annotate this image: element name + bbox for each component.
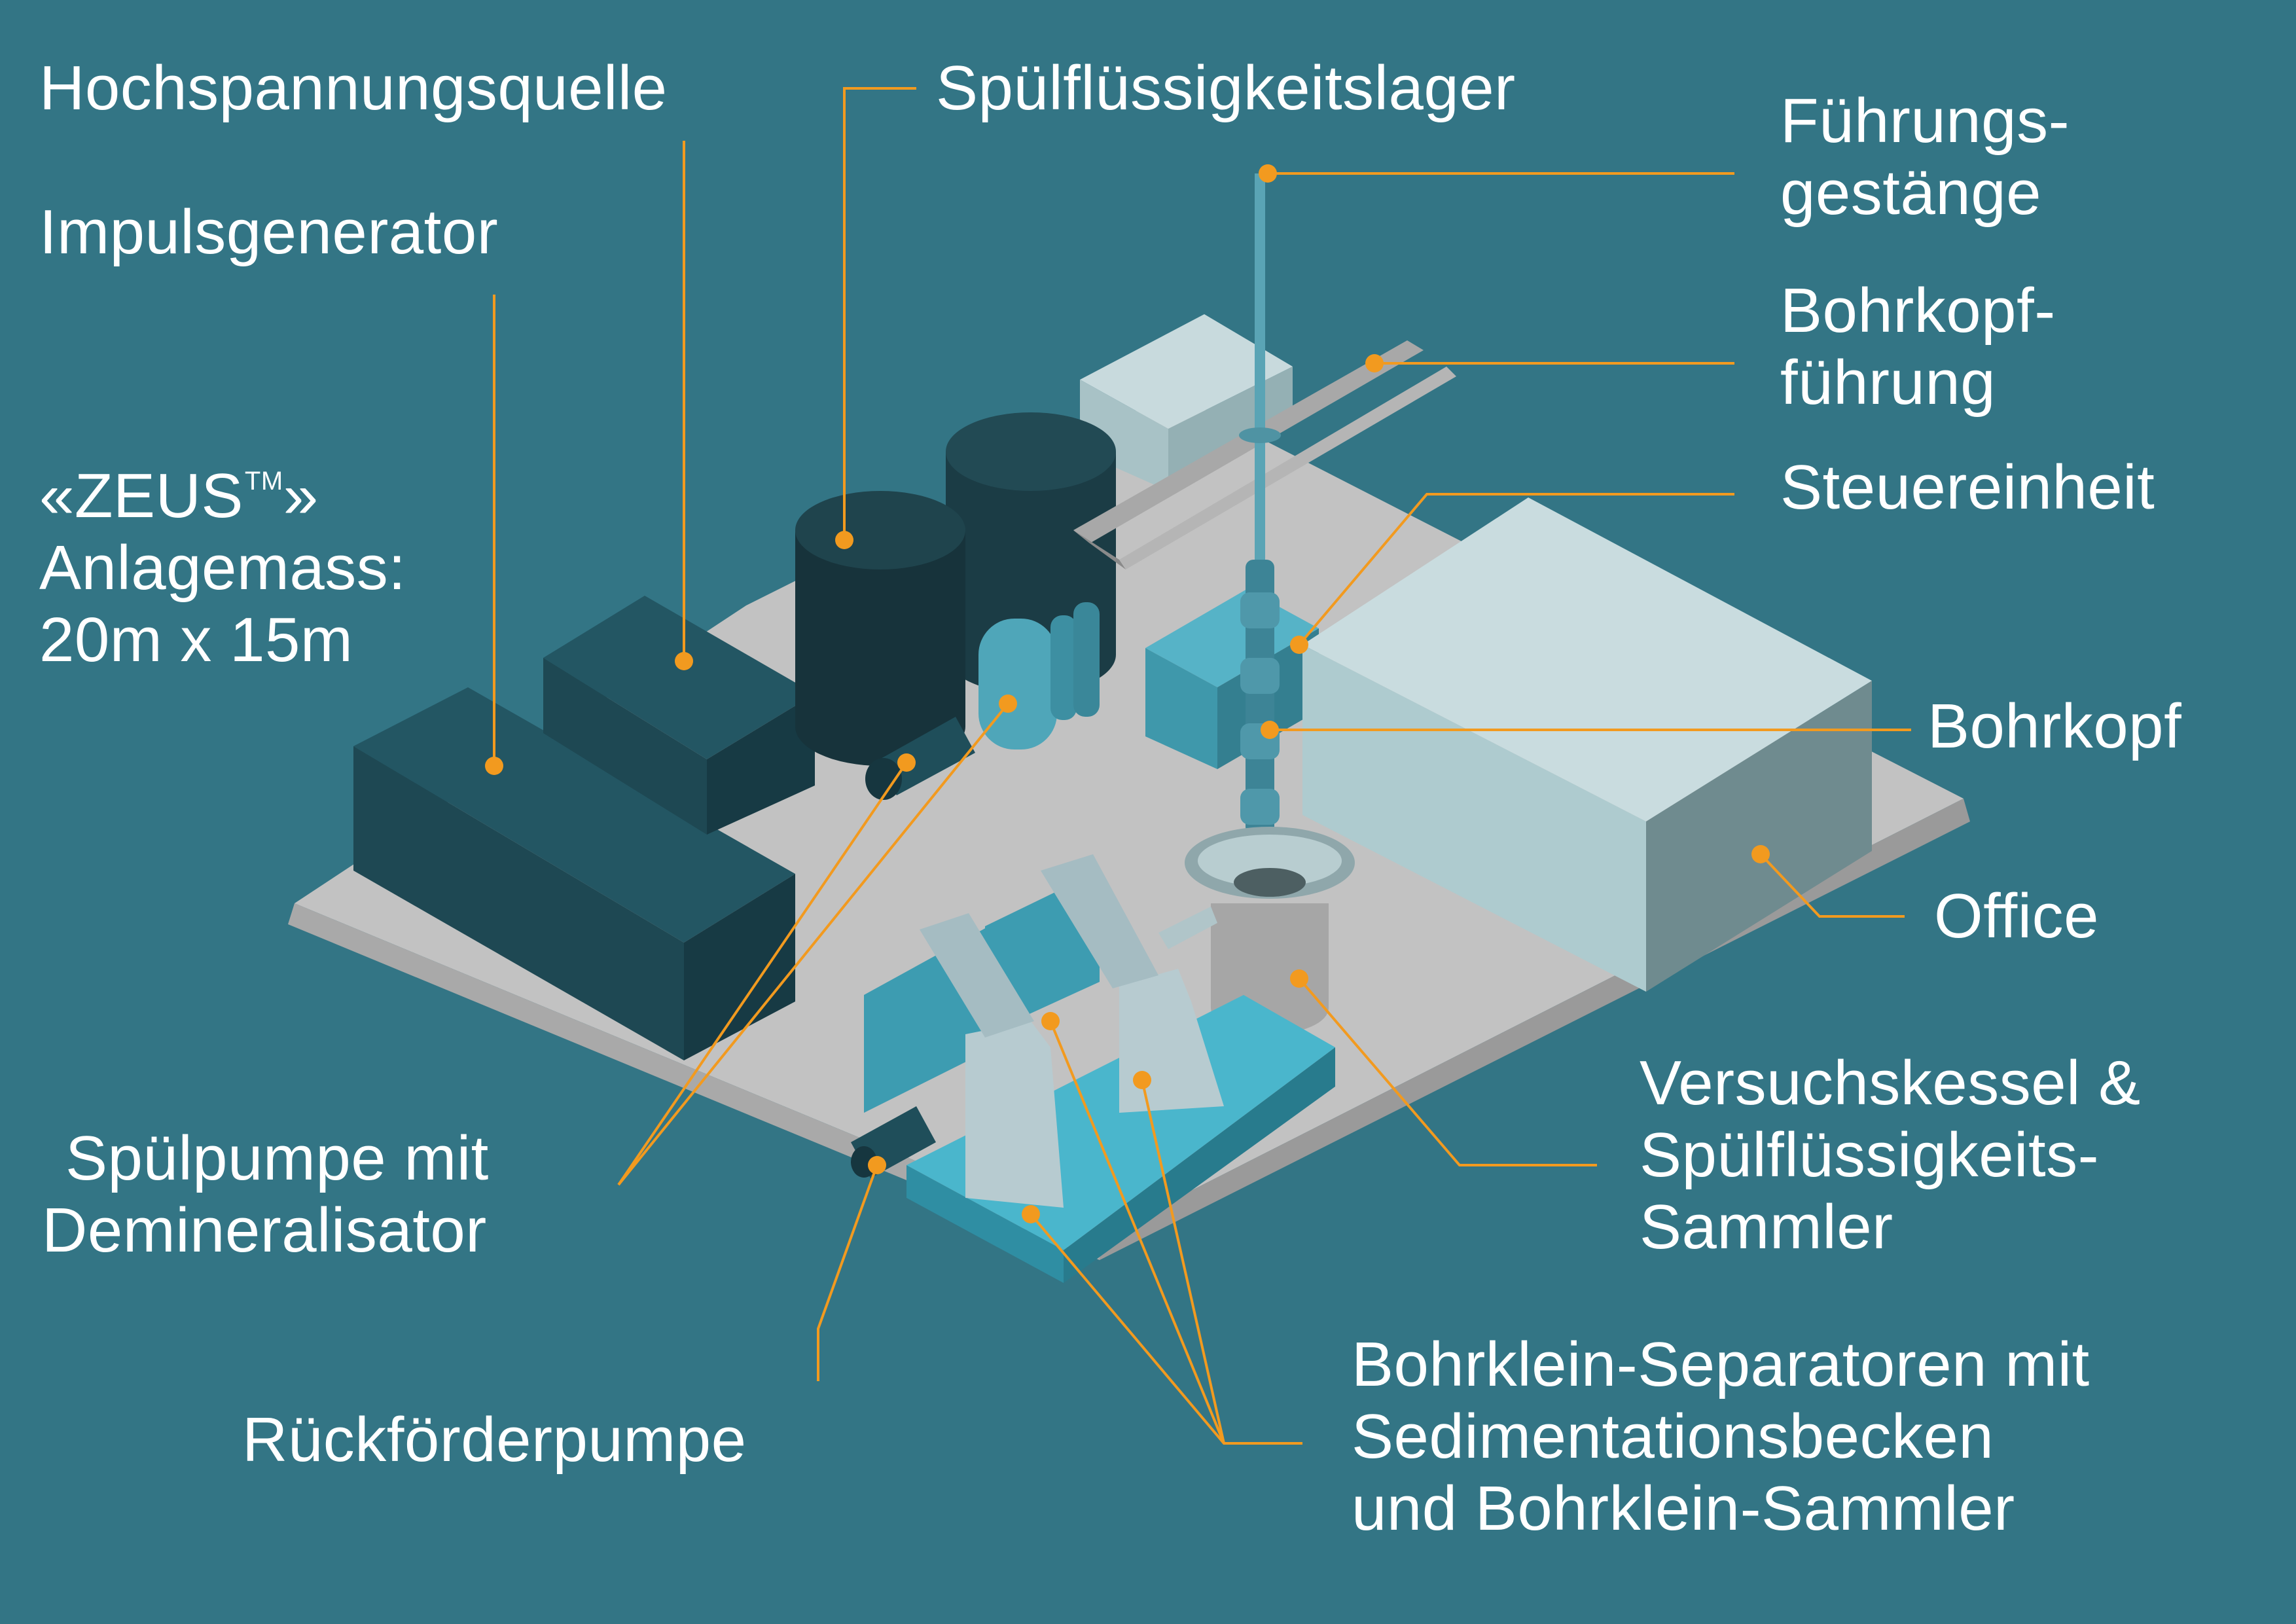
- office-building: [1302, 497, 1872, 992]
- label-bohrkopf: Bohrkopf: [1928, 691, 2182, 761]
- label-separatoren: Bohrklein-Separatoren mit Sedimentations…: [1352, 1329, 2090, 1543]
- high-voltage-source-unit: [543, 596, 815, 835]
- label-rueckfoerderpumpe: Rückförderpumpe: [242, 1405, 747, 1475]
- zeus-title: «ZEUSTM»: [39, 461, 319, 531]
- label-versuchskessel: Versuchskessel & Spülflüssigkeits- Samml…: [1640, 1048, 2141, 1262]
- callout-dots: [485, 164, 1770, 1223]
- label-spuelpumpe: Spülpumpe mit Demineralisator: [42, 1123, 489, 1265]
- label-spuelfluessigkeitslager: Spülflüssigkeitslager: [936, 53, 1516, 123]
- label-steuereinheit: Steuereinheit: [1780, 452, 2155, 522]
- label-hochspannungsquelle: Hochspannungsquelle: [39, 53, 668, 123]
- guide-rod-and-drill-head: [1239, 173, 1281, 835]
- label-fuehrungsgestaenge: Führungs- gestänge: [1780, 86, 2070, 228]
- leader-lines: [493, 87, 1911, 1445]
- label-bohrkopffuehrung: Bohrkopf- führung: [1780, 276, 2056, 418]
- label-impulsgenerator: Impulsgenerator: [39, 197, 499, 267]
- impulse-generator-unit: [353, 687, 795, 1060]
- label-zeus-dimensions: «ZEUSTM» Anlagemass: 20m x 15m: [39, 445, 406, 676]
- cuttings-separators: [851, 854, 1335, 1283]
- label-office: Office: [1934, 881, 2099, 951]
